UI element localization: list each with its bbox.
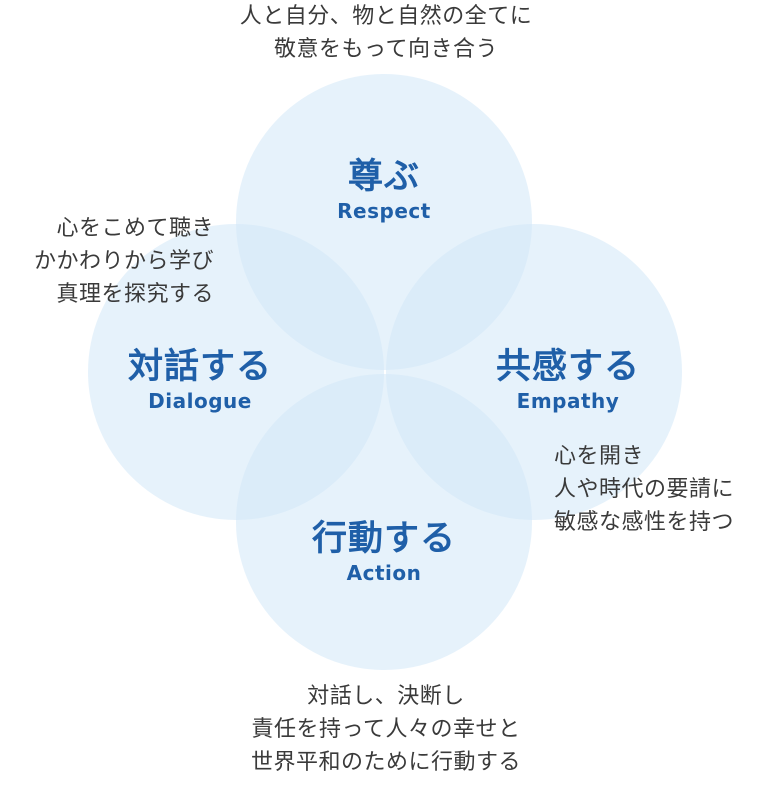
right-note-line-2: 人や時代の要請に — [554, 477, 735, 502]
action-circle — [236, 374, 532, 670]
top-note-line-2: 敬意をもって向き合う — [274, 37, 498, 62]
right-note-line-1: 心を開き — [554, 444, 645, 469]
top-note-line-1: 人と自分、物と自然の全てに — [239, 4, 533, 29]
empathy-label-jp: 共感する — [495, 347, 640, 387]
left-note-line-3: 真理を探究する — [56, 282, 214, 307]
action-label-en: Action — [346, 561, 422, 585]
bottom-note: 対話し、決断し 責任を持って人々の幸せと 世界平和のために行動する — [186, 680, 586, 779]
bottom-note-line-2: 責任を持って人々の幸せと — [251, 717, 521, 742]
respect-label-jp: 尊ぶ — [347, 157, 420, 197]
empathy-label-en: Empathy — [516, 389, 620, 413]
dialogue-label-jp: 対話する — [127, 347, 272, 387]
dialogue-label-en: Dialogue — [148, 389, 252, 413]
right-note-line-3: 敏感な感性を持つ — [554, 510, 735, 535]
bottom-note-line-1: 対話し、決断し — [307, 684, 465, 709]
respect-label: 尊ぶ Respect — [284, 156, 484, 224]
action-label: 行動する Action — [284, 518, 484, 586]
left-note-line-1: 心をこめて聴き — [56, 216, 214, 241]
left-note: 心をこめて聴き かかわりから学び 真理を探究する — [0, 212, 214, 311]
respect-label-en: Respect — [337, 199, 431, 223]
top-note: 人と自分、物と自然の全てに 敬意をもって向き合う — [186, 0, 586, 66]
empathy-label: 共感する Empathy — [468, 346, 668, 414]
dialogue-label: 対話する Dialogue — [100, 346, 300, 414]
bottom-note-line-3: 世界平和のために行動する — [250, 750, 521, 775]
right-note: 心を開き 人や時代の要請に 敏感な感性を持つ — [554, 440, 773, 539]
left-note-line-2: かかわりから学び — [33, 249, 214, 274]
action-label-jp: 行動する — [311, 519, 456, 559]
